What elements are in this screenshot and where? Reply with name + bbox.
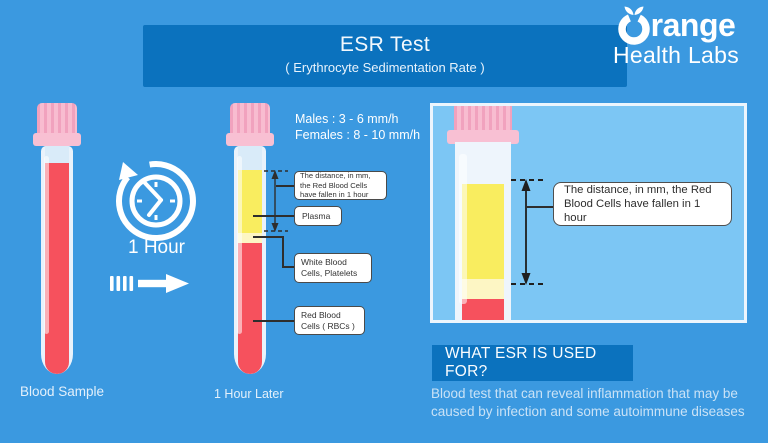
zoom-tube-cap [454,106,512,132]
males-range: Males : 3 - 6 mm/h [295,112,399,126]
buffy-coat-layer [238,233,262,243]
callout-connector [526,206,553,208]
clear-layer [462,142,504,184]
blood-sample-cap [37,103,77,137]
brand-logo: range Health Labs [588,5,764,67]
plasma-callout: Plasma [294,206,342,226]
red-cells-callout: Red Blood Cells ( RBCs ) [294,306,365,335]
usage-heading-box: WHAT ESR IS USED FOR? [432,345,633,381]
blood-sample-tube [41,146,73,374]
zoom-tube-contents [462,142,504,320]
separated-tube-cap [230,103,270,137]
timer-duration-label: 1 Hour [127,237,186,258]
red-cells-layer [462,299,504,320]
usage-description: Blood test that can reveal inflammation … [431,386,745,419]
timer-clock-icon [116,161,196,242]
callout-connector [253,215,294,217]
callout-connector [282,236,284,267]
page-title: ESR Test [339,33,431,56]
callout-connector [253,236,283,238]
one-hour-later-label: 1 Hour Later [214,387,284,401]
glass-shine [44,156,49,334]
glass-shine [459,154,467,304]
white-cells-callout: White Blood Cells, Platelets [294,253,372,283]
glass-shine [237,156,242,334]
clear-layer [238,146,262,170]
panel-measure-arrow-icon [511,179,543,285]
clear-layer [45,146,69,163]
buffy-coat-layer [462,279,504,299]
females-range: Females : 8 - 10 mm/h [295,128,421,142]
plasma-layer [238,170,262,233]
blood-layer [45,163,69,374]
zoom-tube-cap-flange [447,130,519,144]
callout-connector [282,266,294,268]
callout-connector [253,320,294,322]
zoom-tube [455,142,511,320]
brand-wordmark-tail: range [650,7,736,43]
normal-ranges: Males : 3 - 6 mm/h Females : 8 - 10 mm/h [295,111,420,143]
zoom-panel: The distance, in mm, the Red Blood Cells… [430,103,747,323]
usage-heading: WHAT ESR IS USED FOR? [445,345,597,380]
page-subtitle: ( Erythrocyte Sedimentation Rate ) [285,60,485,75]
brand-tagline: Health Labs [612,42,740,68]
blood-sample-contents [45,146,69,374]
speed-arrow-icon [110,274,189,293]
separated-tube [234,146,266,374]
brand-wordmark: range [617,5,736,45]
orange-fruit-icon [617,6,650,45]
callout-connector [276,185,294,187]
separated-tube-cap-flange [226,133,274,146]
zoom-distance-callout: The distance, in mm, the Red Blood Cells… [553,182,732,226]
blood-sample-cap-flange [33,133,81,146]
plasma-layer [462,184,504,279]
red-cells-layer [238,243,262,374]
header-banner: ESR Test ( Erythrocyte Sedimentation Rat… [143,25,627,87]
distance-callout: The distance, in mm, the Red Blood Cells… [294,171,387,200]
measure-arrow-icon [264,170,288,232]
separated-tube-contents [238,146,262,374]
blood-sample-label: Blood Sample [20,384,105,399]
